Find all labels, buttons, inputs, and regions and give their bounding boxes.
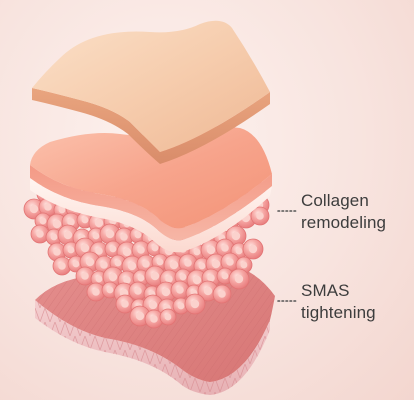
collagen-ring-hole [142,260,150,268]
collagen-ring-hole [177,302,185,310]
collagen-ring-hole [165,275,173,283]
collagen-ring-hole [231,231,241,241]
collagen-ring-hole [179,273,187,281]
collagen-ring-hole [106,286,114,294]
collagen-ring-hole [80,243,90,253]
dermis-top-face [30,126,272,229]
collagen-ring-hole [256,212,264,220]
collagen-remodeling-label: Collagen remodeling [301,190,386,234]
smas-label-line1: SMAS [301,281,350,300]
collagen-ring-hole [190,299,200,309]
collagen-ring-hole [63,230,73,240]
collagen-ring-hole [100,261,108,269]
collagen-ring-hole [58,262,66,270]
smas-tightening-label: SMAS tightening [301,280,376,324]
collagen-ring-hole [120,233,128,241]
collagen-ring-hole [134,287,142,295]
collagen-ring-hole [121,300,129,308]
collagen-ring-hole [53,248,61,256]
collagen-ring-hole [226,258,234,266]
collagen-ring-hole [72,260,80,268]
collagen-ring-hole [221,272,229,280]
collagen-ring-hole [206,245,216,255]
collagen-ring-hole [44,203,52,211]
collagen-ring-hole [122,247,132,257]
collagen-label-line1: Collagen [301,191,369,210]
collagen-ring-hole [81,272,89,280]
collagen-ring-hole [92,288,100,296]
collagen-ring-hole [36,230,44,238]
collagen-ring-hole [150,315,158,323]
collagen-ring-hole [29,204,39,214]
collagen-ring-hole [95,275,103,283]
collagen-ring-hole [92,232,100,240]
collagen-ring-hole [234,274,244,284]
collagen-ring-hole [176,286,184,294]
collagen-ring-hole [169,260,179,270]
epidermis-side-face [32,88,270,164]
collagen-ring-hole [109,245,117,253]
collagen-ring-hole [95,247,103,255]
collagen-ring-hole [85,257,95,267]
dermis-side-face [30,165,272,241]
collagen-ring-hole [193,248,201,256]
collagen-ring-hole [235,247,243,255]
collagen-ring-hole [221,244,229,252]
collagen-ring-hole [134,231,142,239]
collagen-label-line2: remodeling [301,213,387,232]
collagen-ring-hole [198,262,206,270]
collagen-ring-hole [67,218,75,226]
collagen-ring-hole [184,259,192,267]
collagen-ring-hole [123,276,131,284]
collagen-ring-hole [156,258,164,266]
collagen-ring-hole [207,274,215,282]
collagen-ring-hole [151,244,159,252]
collagen-ring-hole [218,290,226,298]
collagen-ring-hole [67,246,75,254]
smas-label-line2: tightening [301,303,376,322]
collagen-ring-hole [211,259,221,269]
collagen-ring-hole [240,261,248,269]
dermis-underside-white [30,178,272,253]
collagen-ring-hole [150,271,160,281]
collagen-ring-hole [50,233,58,241]
collagen-ring-hole [94,218,104,228]
collagen-ring-hole [108,272,118,282]
collagen-ring-hole [81,216,89,224]
collagen-ring-hole [135,311,145,321]
collagen-ring-hole [161,287,171,297]
collagen-ring-hole [39,217,47,225]
collagen-ring-hole [137,274,145,282]
collagen-ring-hole [58,206,66,214]
epidermis-top-face [32,20,270,152]
collagen-ring-hole [105,229,115,239]
collagen-ring-hole [114,259,122,267]
collagen-ring-hole [248,244,258,254]
collagen-ring-hole [52,219,62,229]
collagen-ring-hole [203,286,213,296]
epidermis-layer [32,20,270,164]
collagen-ring-hole [164,313,172,321]
collagen-ring-hole [148,300,158,310]
dermis-layer [30,126,272,253]
collagen-ring-hole [192,275,202,285]
collagen-ring-hole [137,246,145,254]
collagen-ring-hole [127,261,137,271]
